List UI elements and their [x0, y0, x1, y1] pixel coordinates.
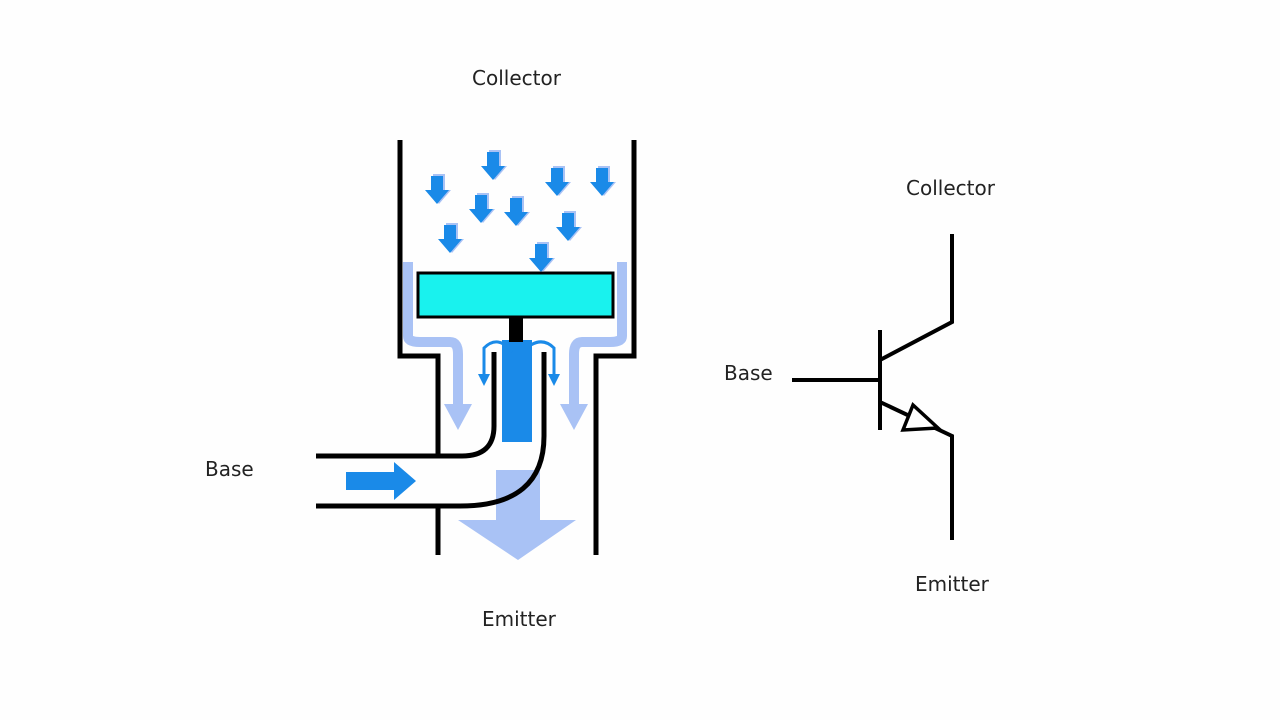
valve-gate — [416, 271, 615, 319]
vessel-right-wall — [593, 140, 637, 555]
symbol-emitter-label: Emitter — [915, 572, 989, 596]
droplet-arrow — [529, 242, 555, 272]
side-flow-left-head — [444, 404, 472, 430]
droplet-arrow — [556, 211, 582, 241]
base-input-arrow — [346, 462, 416, 500]
collector-droplets — [425, 150, 616, 272]
symbol-emitter-arrow — [900, 401, 943, 432]
main-flow-column — [502, 340, 532, 442]
droplet-arrow — [545, 166, 571, 196]
symbol-collector-lead — [879, 234, 954, 362]
droplet-arrow — [504, 196, 530, 226]
droplet-arrow — [481, 150, 507, 180]
vessel-left-wall — [397, 140, 441, 456]
valve-emitter-label: Emitter — [482, 607, 556, 631]
base-pipe-lower — [316, 352, 547, 509]
side-flow-right — [569, 262, 627, 410]
base-pipe-upper — [316, 352, 497, 459]
hook-arrow-right — [520, 340, 556, 378]
droplet-arrow — [469, 193, 495, 223]
symbol-base-label: Base — [724, 361, 773, 385]
emitter-flow-arrow — [458, 470, 576, 560]
valve-base-label: Base — [205, 457, 254, 481]
side-flow-left — [403, 262, 463, 410]
hook-arrow-left — [482, 340, 514, 378]
valve-collector-label: Collector — [472, 66, 561, 90]
side-flow-right-head — [560, 404, 588, 430]
droplet-arrow — [590, 166, 616, 196]
hook-arrow-left-head — [478, 374, 490, 386]
valve-stem — [509, 318, 523, 342]
symbol-collector-label: Collector — [906, 176, 995, 200]
symbol-emitter-lead — [879, 400, 954, 540]
hook-arrow-right-head — [548, 374, 560, 386]
droplet-arrow — [425, 174, 451, 204]
npn-transistor-symbol — [792, 234, 954, 540]
droplet-arrow — [438, 223, 464, 253]
